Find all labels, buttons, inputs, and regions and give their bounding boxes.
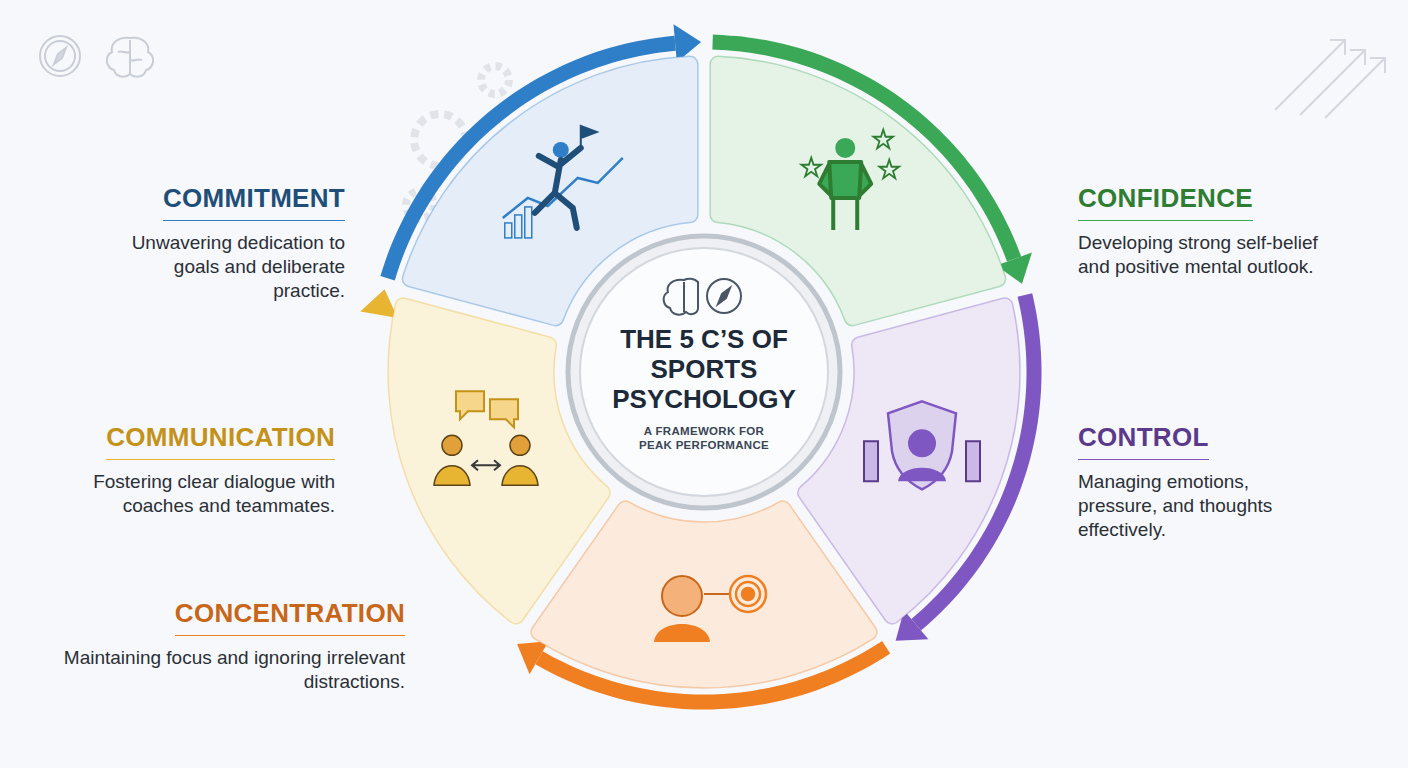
chart-bar bbox=[525, 207, 532, 238]
segment-description: Maintaining focus and ignoring irrelevan… bbox=[60, 646, 405, 694]
center-icons bbox=[664, 279, 741, 315]
segment-icon bbox=[503, 126, 623, 238]
speech-bubble bbox=[490, 399, 518, 427]
segment-icon bbox=[654, 576, 766, 642]
segment-heading: CONTROL bbox=[1078, 422, 1209, 460]
gaze-line bbox=[704, 593, 730, 595]
segment-wedge bbox=[710, 56, 1005, 325]
hands bbox=[864, 441, 980, 481]
athlete-head bbox=[835, 138, 855, 158]
circle-text: THE 5 C’S OF SPORTS PSYCHOLOGY A FRAMEWOR… bbox=[564, 232, 844, 512]
star bbox=[801, 158, 821, 177]
cycle-segment: COMMITMENTUnwavering dedication to goals… bbox=[398, 56, 704, 334]
cycle-segment: CONFIDENCEDeveloping strong self-belief … bbox=[704, 56, 1010, 334]
target-ring bbox=[730, 576, 766, 612]
chart-bar bbox=[515, 215, 522, 238]
compass-needle bbox=[718, 288, 730, 304]
segment-shape bbox=[398, 56, 704, 334]
flag bbox=[581, 126, 597, 148]
segment-label: COMMUNICATION Fostering clear dialogue wi… bbox=[25, 422, 335, 518]
cycle-segment: COMMUNICATIONFostering clear dialogue wi… bbox=[388, 290, 618, 631]
chart-bar bbox=[505, 223, 512, 238]
target-ring bbox=[736, 582, 760, 606]
segment-heading: COMMITMENT bbox=[163, 183, 345, 221]
circle-outer bbox=[568, 236, 840, 508]
compass-icon bbox=[40, 36, 80, 76]
athlete-body bbox=[535, 148, 581, 228]
segment-shape bbox=[704, 56, 1010, 334]
segment-description: Managing emotions, pressure, and thought… bbox=[1078, 470, 1316, 542]
target-ring bbox=[742, 588, 754, 600]
segment-shape bbox=[388, 290, 618, 631]
arrowhead bbox=[360, 289, 397, 318]
head bbox=[908, 429, 936, 457]
speech-bubble bbox=[456, 391, 484, 419]
growth-arrows bbox=[1275, 40, 1385, 118]
segment-heading: CONFIDENCE bbox=[1078, 183, 1253, 221]
segment-icon bbox=[864, 401, 980, 489]
brain-icon bbox=[664, 279, 698, 315]
chart-line bbox=[503, 158, 623, 218]
circle-inner bbox=[580, 248, 828, 496]
segment-description: Fostering clear dialogue with coaches an… bbox=[83, 470, 335, 518]
segment-wedge bbox=[402, 56, 697, 325]
shield bbox=[888, 401, 956, 489]
exchange-arrow bbox=[472, 460, 500, 470]
person-head bbox=[442, 435, 462, 455]
diagram-title: THE 5 C’S OF SPORTS PSYCHOLOGY bbox=[588, 324, 820, 414]
person-body bbox=[434, 466, 470, 486]
shoulders bbox=[898, 468, 946, 482]
segment-description: Unwavering dedication to goals and delib… bbox=[113, 231, 345, 303]
athlete-body bbox=[819, 162, 871, 230]
shoulders bbox=[654, 624, 710, 642]
cycle-arrow bbox=[360, 289, 397, 318]
segment-label: CONTROL Managing emotions, pressure, and … bbox=[1078, 422, 1378, 542]
segment-icon bbox=[434, 391, 538, 485]
segment-heading: COMMUNICATION bbox=[106, 422, 335, 460]
star bbox=[879, 160, 899, 179]
segment-group bbox=[388, 298, 610, 624]
person-body bbox=[502, 466, 538, 486]
center-circle: THE 5 C’S OF SPORTS PSYCHOLOGY A FRAMEWOR… bbox=[564, 232, 844, 512]
star bbox=[873, 130, 893, 149]
arrowhead bbox=[517, 641, 548, 674]
head bbox=[662, 576, 702, 616]
athlete-head bbox=[553, 142, 569, 158]
compass-icon bbox=[707, 279, 741, 313]
segment-label: CONFIDENCE Developing strong self-belief … bbox=[1078, 183, 1378, 279]
segment-description: Developing strong self-belief and positi… bbox=[1078, 231, 1318, 279]
segment-group bbox=[402, 56, 697, 325]
person-head bbox=[510, 435, 530, 455]
segment-group bbox=[710, 56, 1005, 325]
segment-wedge bbox=[388, 298, 610, 624]
segment-label: COMMITMENT Unwavering dedication to goals… bbox=[45, 183, 345, 303]
segment-icon bbox=[801, 130, 899, 230]
brain-icon bbox=[107, 38, 153, 77]
segment-heading: CONCENTRATION bbox=[175, 598, 405, 636]
diagram-subtitle: A FRAMEWORK FOR PEAK PERFORMANCE bbox=[629, 424, 779, 452]
segment-label: CONCENTRATION Maintaining focus and ignor… bbox=[25, 598, 405, 694]
